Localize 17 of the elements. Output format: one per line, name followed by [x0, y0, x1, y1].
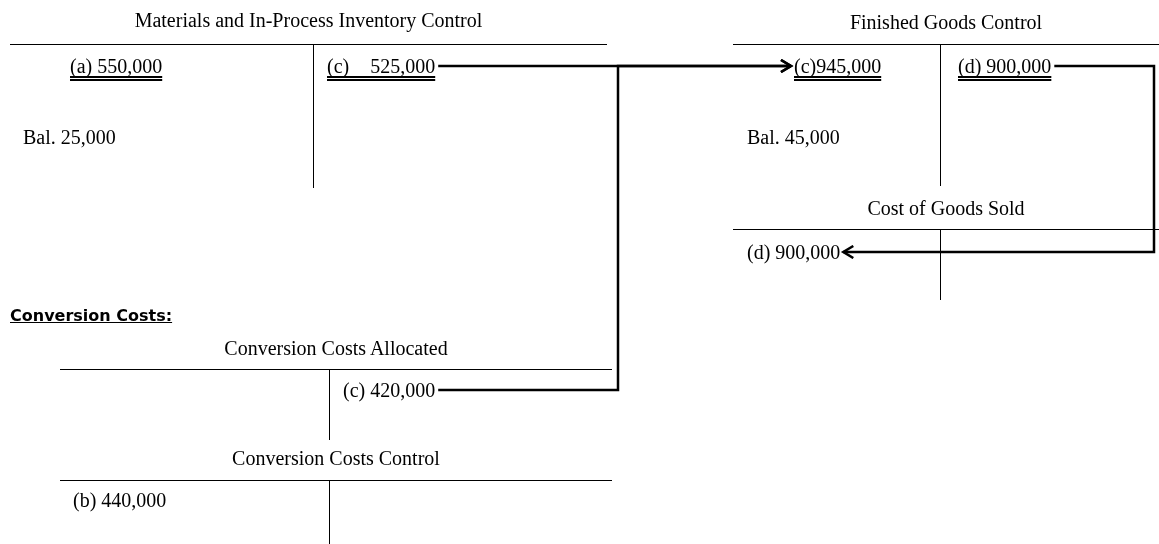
amount-entry: (a) 550,000 [70, 54, 163, 78]
amount-entry: (d) 900,000 [958, 54, 1052, 78]
amount-entry: (b) 440,000 [73, 488, 167, 512]
amount-entry: (d) 900,000 [747, 240, 841, 264]
account-title: Conversion Costs Control [231, 446, 441, 470]
amount-entry: (c) 525,000 [327, 54, 436, 78]
balance-entry: Bal. 25,000 [23, 125, 116, 149]
balance-entry: Bal. 45,000 [747, 125, 840, 149]
account-title: Finished Goods Control [848, 10, 1044, 34]
arrow [438, 58, 793, 392]
account-title: Materials and In-Process Inventory Control [133, 8, 484, 32]
arrow [842, 64, 1156, 260]
account-title: Cost of Goods Sold [866, 196, 1026, 220]
account-title: Conversion Costs Allocated [223, 336, 449, 360]
section-heading: Conversion Costs: [10, 306, 173, 325]
amount-entry: (c)945,000 [794, 54, 882, 78]
amount-entry: (c) 420,000 [343, 378, 436, 402]
